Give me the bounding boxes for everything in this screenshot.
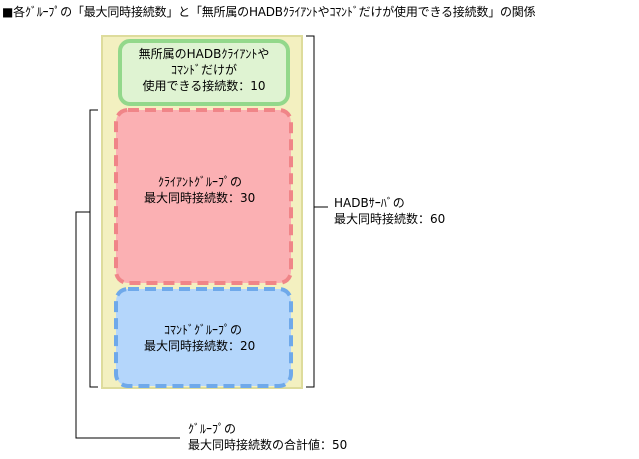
- server-total-bracket: [306, 35, 315, 388]
- command-group-label-line2: 最大同時接続数：20: [144, 339, 256, 353]
- command-group-box: [114, 287, 293, 388]
- group-total-bracket: [89, 109, 98, 388]
- server-total-label: HADBｻｰﾊﾞの 最大同時接続数：60: [334, 195, 445, 227]
- unaffiliated-label-line3: 使用できる接続数：10: [142, 79, 266, 93]
- client-group-label-line1: ｸﾗｲｱﾝﾄｸﾞﾙｰﾌﾟの: [158, 175, 243, 189]
- unaffiliated-label-line1: 無所属のHADBｸﾗｲｱﾝﾄや: [138, 47, 270, 61]
- server-total-label-line1: HADBｻｰﾊﾞの: [334, 196, 405, 210]
- unaffiliated-connections-box: [118, 39, 290, 106]
- server-total-label-line2: 最大同時接続数：60: [334, 212, 446, 226]
- group-total-label-line2: 最大同時接続数の合計値：50: [188, 438, 348, 452]
- diagram-caption: ■各ｸﾞﾙｰﾌﾟの「最大同時接続数」と「無所属のHADBｸﾗｲｱﾝﾄやｺﾏﾝﾄﾞ…: [2, 5, 536, 19]
- unaffiliated-label-line2: ｺﾏﾝﾄﾞだけが: [170, 63, 237, 77]
- command-group-label-line1: ｺﾏﾝﾄﾞｸﾞﾙｰﾌﾟの: [164, 323, 243, 337]
- client-group-label: ｸﾗｲｱﾝﾄｸﾞﾙｰﾌﾟの 最大同時接続数：30: [144, 174, 255, 206]
- group-total-label: ｸﾞﾙｰﾌﾟの 最大同時接続数の合計値：50: [188, 421, 347, 453]
- command-group-label: ｺﾏﾝﾄﾞｸﾞﾙｰﾌﾟの 最大同時接続数：20: [144, 322, 255, 354]
- group-total-connector: [75, 211, 180, 439]
- client-group-label-line2: 最大同時接続数：30: [144, 191, 256, 205]
- group-total-label-line1: ｸﾞﾙｰﾌﾟの: [188, 422, 237, 436]
- unaffiliated-label: 無所属のHADBｸﾗｲｱﾝﾄや ｺﾏﾝﾄﾞだけが 使用できる接続数：10: [120, 46, 288, 94]
- client-group-box: [114, 108, 293, 285]
